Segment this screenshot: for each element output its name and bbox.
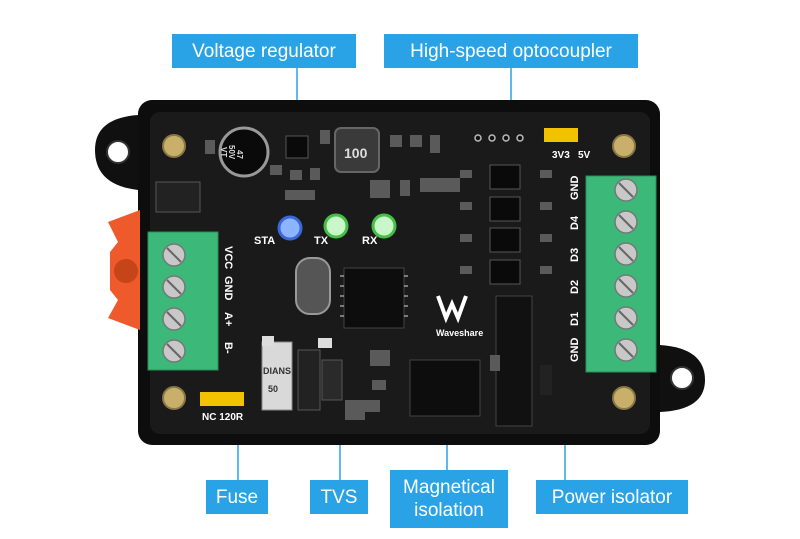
isolation-chip (409, 359, 481, 417)
power-isolator (495, 295, 533, 427)
corner-hole (612, 386, 636, 410)
terminal-label-gnd-top: GND (569, 176, 581, 201)
callout-magnetical-isolation: Magnetical isolation (390, 470, 508, 528)
led-rx (371, 213, 397, 239)
fuse (261, 341, 293, 411)
optocoupler (489, 259, 521, 285)
callout-fuse-text: Fuse (215, 486, 259, 508)
terminal-label-d2: D2 (569, 280, 581, 294)
led-tx (323, 213, 349, 239)
crystal (295, 257, 331, 315)
logo-text: Waveshare (436, 328, 483, 338)
terminal-label-gnd-bottom: GND (569, 338, 581, 363)
callout-voltage-regulator: Voltage regulator (172, 34, 356, 68)
capacitor (218, 126, 270, 178)
corner-hole (162, 386, 186, 410)
terminal-label-d4: D4 (569, 215, 581, 230)
capacitor-text-2: 50V (227, 145, 236, 160)
jumper-bottom (200, 392, 244, 406)
waveshare-logo (436, 295, 468, 324)
terminal-block-right (585, 175, 657, 373)
callout-magnetical-isolation-line1: Magnetical (403, 477, 495, 498)
jumper-label-5v: 5V (578, 150, 591, 161)
optocoupler (489, 196, 521, 222)
fuse-text-1: DIANS (263, 366, 291, 376)
mount-tab-hole (114, 259, 138, 283)
jumper-top (544, 128, 578, 142)
tvs-diode (297, 349, 321, 411)
mcu (343, 267, 405, 329)
fuse-holder-top (155, 181, 201, 213)
optocoupler (489, 164, 521, 190)
callout-power-isolator: Power isolator (536, 480, 688, 514)
callout-fuse: Fuse (206, 480, 268, 514)
capacitor-text-1: 47 (235, 150, 244, 159)
callout-power-isolator-text: Power isolator (551, 486, 673, 508)
jumper-label-3v3: 3V3 (552, 150, 570, 161)
mount-hole-left (106, 140, 130, 164)
callout-tvs: TVS (310, 480, 368, 514)
terminal-label-a-plus: A+ (222, 312, 234, 326)
led-label-rx: RX (362, 235, 378, 247)
corner-hole (162, 134, 186, 158)
terminal-label-gnd: GND (222, 276, 234, 301)
corner-hole (612, 134, 636, 158)
led-sta (277, 215, 303, 241)
terminal-label-vcc: VCC (222, 246, 234, 269)
callout-optocoupler-text: High-speed optocoupler (410, 40, 612, 62)
mount-hole-right (670, 366, 694, 390)
led-label-sta: STA (254, 235, 275, 247)
inductor (334, 127, 380, 173)
capacitor-text-3: VT (219, 147, 228, 157)
fuse-text-2: 50 (268, 384, 278, 394)
inductor-text: 100 (344, 145, 368, 161)
optocoupler (489, 227, 521, 253)
terminal-label-d3: D3 (569, 248, 581, 262)
jumper-label-nc-120r: NC 120R (202, 412, 244, 423)
regulator-chip (285, 135, 309, 159)
terminal-label-b-minus: B- (222, 342, 234, 354)
callout-optocoupler: High-speed optocoupler (384, 34, 638, 68)
callout-tvs-text: TVS (320, 486, 358, 508)
callout-voltage-regulator-text: Voltage regulator (192, 40, 336, 62)
terminal-label-d1: D1 (569, 312, 581, 326)
led-label-tx: TX (314, 235, 329, 247)
callout-magnetical-isolation-line2: isolation (414, 500, 484, 521)
